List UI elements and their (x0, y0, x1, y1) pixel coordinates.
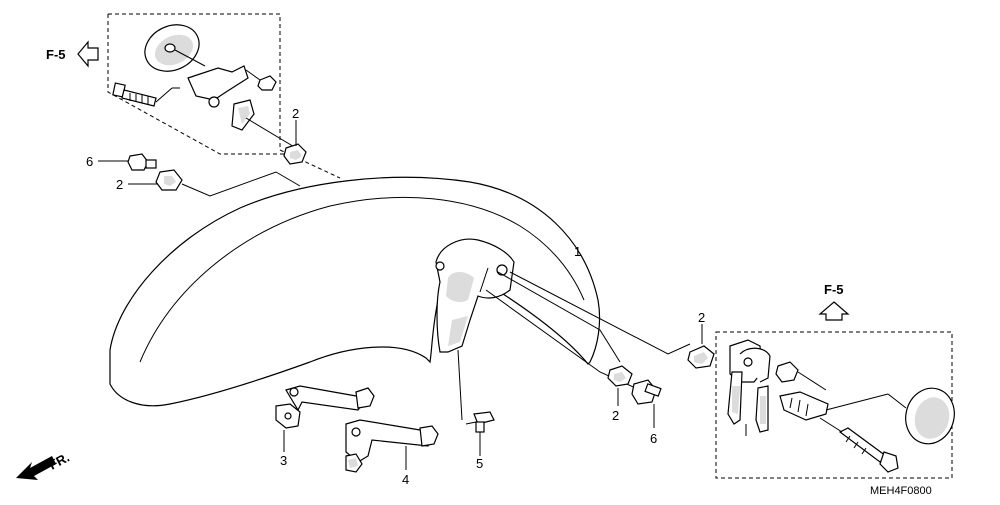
left-fender-nuts (127, 143, 307, 197)
callout-5: 5 (476, 456, 483, 471)
left-detail-box (107, 13, 341, 179)
ref-arrow-left-icon (77, 40, 99, 68)
callout-2d: 2 (698, 310, 705, 325)
right-ref-label: F-5 (824, 282, 844, 297)
right-reflector (887, 387, 955, 445)
right-ref-group: F-5 (818, 282, 850, 321)
callout-2a: 2 (292, 106, 299, 121)
front-direction-arrow-icon (16, 456, 56, 480)
left-reflector-bracket (187, 65, 255, 131)
left-reflector (144, 24, 206, 72)
left-ref-label: F-5 (46, 47, 66, 62)
mount-guide-c (509, 271, 691, 355)
right-spacer (779, 391, 889, 421)
right-reflector-bracket (727, 339, 771, 436)
callout-1: 1 (574, 244, 581, 259)
right-box-nut (775, 361, 827, 391)
left-guide-line (245, 117, 297, 149)
mount-guide-a (497, 271, 621, 363)
left-long-bolt (112, 82, 180, 107)
callout-6a: 6 (86, 154, 93, 169)
left-ref-group: F-5 (46, 40, 99, 68)
left-box-nut (245, 69, 277, 91)
right-outer-nut (687, 345, 715, 369)
front-direction-indicator: FR. (16, 450, 72, 480)
bolt-5 (457, 349, 495, 433)
right-fender-bolt (631, 379, 662, 405)
diagram-code: MEH4F0800 (870, 485, 932, 497)
bracket-3 (275, 385, 375, 429)
bracket-4 (345, 419, 439, 473)
callout-4: 4 (402, 472, 409, 487)
callout-6b: 6 (650, 431, 657, 446)
front-direction-label: FR. (46, 450, 72, 473)
ref-arrow-up-icon (818, 301, 850, 321)
callout-3: 3 (280, 453, 287, 468)
callout-2b: 2 (116, 177, 123, 192)
front-fender (109, 176, 601, 407)
callout-2c: 2 (612, 408, 619, 423)
right-fender-nut (607, 365, 633, 387)
right-long-bolt (819, 417, 899, 473)
